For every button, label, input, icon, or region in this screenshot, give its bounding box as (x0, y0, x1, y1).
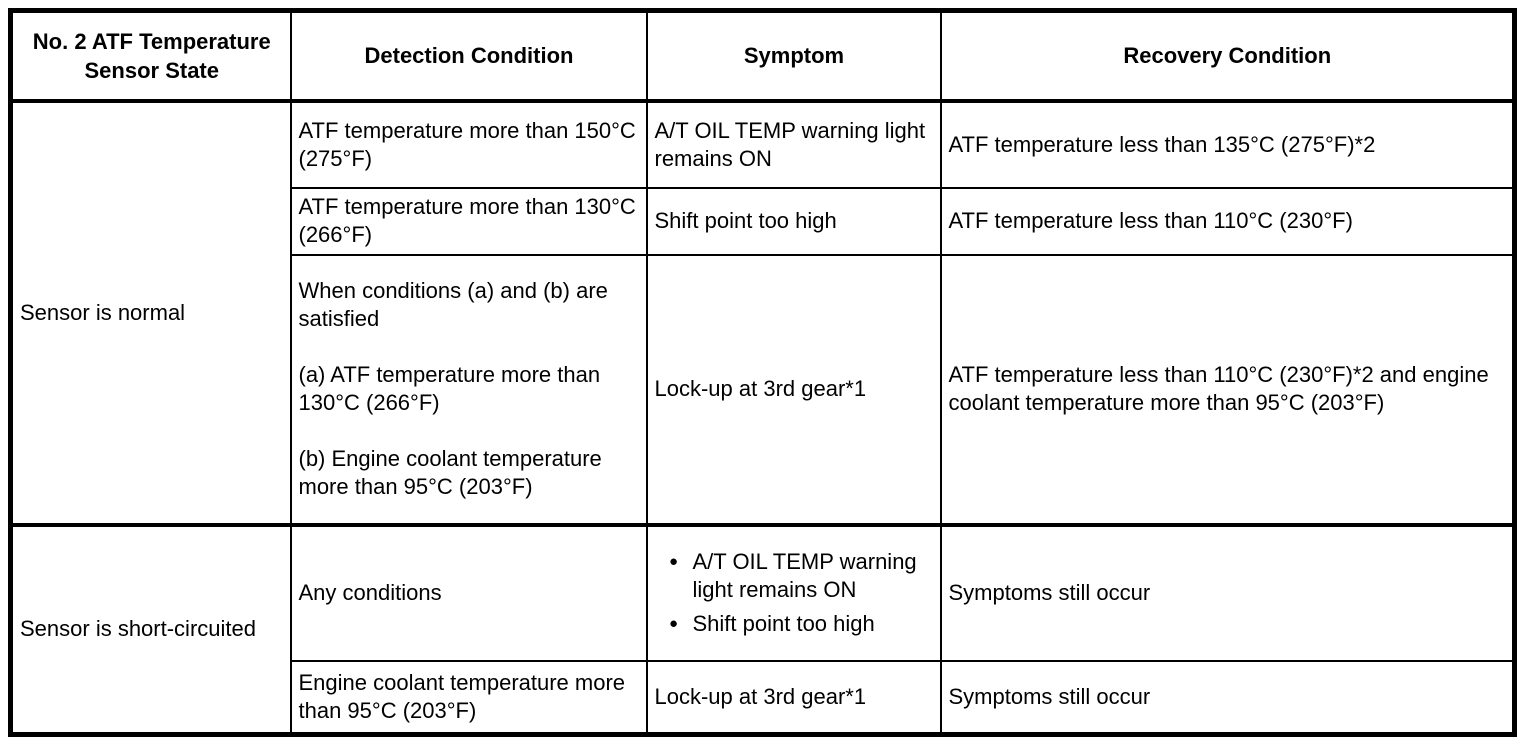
symptom-bullet-list: ● A/T OIL TEMP warning light remains ON … (655, 548, 934, 638)
detection-normal-2: ATF temperature more than 130°C (266°F) (289, 186, 648, 256)
table-row: Sensor is normal ATF temperature more th… (9, 99, 1516, 526)
header-sensor-state: No. 2 ATF Temperature Sensor State (9, 9, 292, 103)
detection-short-1: Any conditions (289, 522, 648, 662)
detection-condition-b: (b) Engine coolant temperature more than… (298, 446, 602, 499)
symptom-short-2: Lock-up at 3rd gear*1 (645, 659, 942, 736)
detection-normal-1: ATF temperature more than 150°C (275°F) (289, 99, 648, 189)
table-row: When conditions (a) and (b) are satisfie… (11, 253, 1516, 526)
detection-condition-a: (a) ATF temperature more than 130°C (266… (298, 362, 601, 415)
symptom-short-1: ● A/T OIL TEMP warning light remains ON … (645, 522, 942, 662)
header-symptom: Symptom (645, 9, 942, 103)
symptom-normal-2: Shift point too high (645, 186, 942, 256)
list-item: ● Shift point too high (655, 610, 934, 638)
header-recovery-condition: Recovery Condition (939, 9, 1516, 103)
table-row: Engine coolant temperature more than 95°… (11, 659, 1516, 736)
state-sensor-short-circuited: Sensor is short-circuited (9, 522, 292, 736)
bullet-icon: ● (668, 615, 679, 632)
list-item: ● A/T OIL TEMP warning light remains ON (655, 548, 934, 604)
table-row: ATF temperature more than 130°C (266°F) … (11, 186, 1516, 256)
recovery-normal-2: ATF temperature less than 110°C (230°F) (939, 186, 1516, 256)
detection-intro: When conditions (a) and (b) are satisfie… (298, 278, 608, 331)
recovery-short-2: Symptoms still occur (939, 659, 1516, 736)
atf-sensor-diagnostic-table: No. 2 ATF Temperature Sensor State Detec… (8, 8, 1517, 737)
header-detection-condition: Detection Condition (289, 9, 648, 103)
symptom-bullet-text: Shift point too high (692, 611, 875, 636)
detection-short-2: Engine coolant temperature more than 95°… (289, 659, 648, 736)
symptom-normal-1: A/T OIL TEMP warning light remains ON (645, 99, 942, 189)
detection-normal-3: When conditions (a) and (b) are satisfie… (289, 253, 648, 526)
recovery-normal-3: ATF temperature less than 110°C (230°F)*… (939, 253, 1516, 526)
header-row: No. 2 ATF Temperature Sensor State Detec… (9, 9, 1516, 103)
symptom-bullet-text: A/T OIL TEMP warning light remains ON (692, 549, 917, 602)
recovery-normal-1: ATF temperature less than 135°C (275°F)*… (939, 99, 1516, 189)
bullet-icon: ● (668, 553, 679, 570)
table-row: Sensor is short-circuited Any conditions… (9, 522, 1516, 736)
state-sensor-normal: Sensor is normal (9, 99, 292, 526)
symptom-normal-3: Lock-up at 3rd gear*1 (645, 253, 942, 526)
recovery-short-1: Symptoms still occur (939, 522, 1516, 662)
